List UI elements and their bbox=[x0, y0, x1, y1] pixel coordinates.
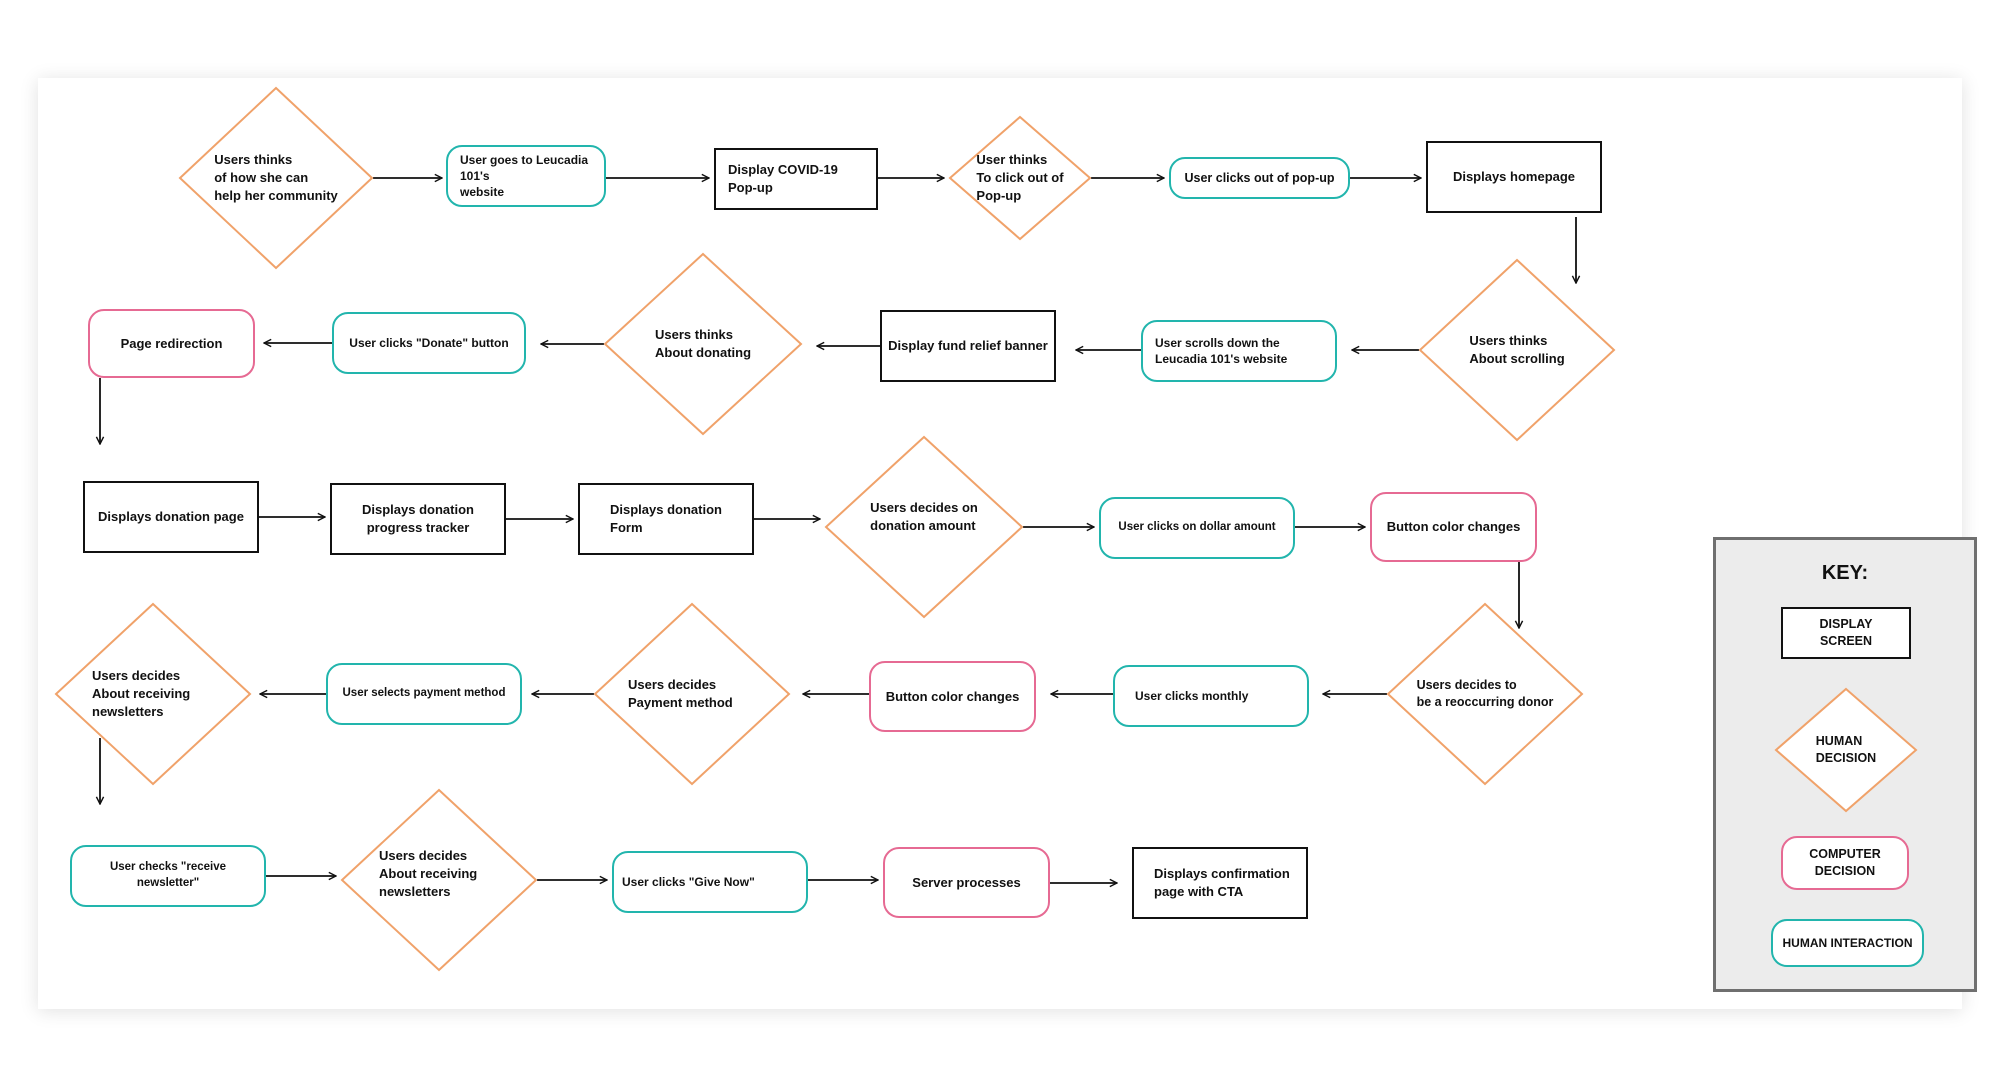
legend-label: DISPLAY SCREEN bbox=[1819, 617, 1873, 648]
interaction-click-give-now: User clicks "Give Now" bbox=[612, 851, 808, 913]
node-label: Displays confirmation page with CTA bbox=[1154, 866, 1290, 899]
node-label: Displays donation page bbox=[98, 509, 244, 525]
node-label: Button color changes bbox=[1386, 519, 1521, 535]
decision-label: User thinks To click out of Pop-up bbox=[976, 151, 1064, 204]
decision-label: Users thinks About scrolling bbox=[1469, 332, 1565, 366]
legend-human-decision: HUMAN DECISION bbox=[1774, 687, 1918, 813]
decision-reoccurring-donor: Users decides to be a reoccurring donor bbox=[1386, 602, 1584, 786]
display-confirmation-page: Displays confirmation page with CTA bbox=[1132, 847, 1308, 919]
node-label: Displays donation Form bbox=[610, 502, 722, 535]
display-donation-form: Displays donation Form bbox=[578, 483, 754, 555]
node-label: User clicks "Donate" button bbox=[349, 335, 509, 350]
node-label: User clicks monthly bbox=[1135, 688, 1249, 703]
node-label: User clicks on dollar amount bbox=[1118, 521, 1276, 534]
node-label: Displays donation progress tracker bbox=[362, 502, 474, 535]
decision-receive-newsletters: Users decides About receiving newsletter… bbox=[54, 602, 252, 786]
node-label: Page redirection bbox=[120, 335, 223, 351]
decision-receive-newsletters-2: Users decides About receiving newsletter… bbox=[340, 788, 538, 972]
decision-label: Users decides Payment method bbox=[628, 676, 733, 710]
computer-server-processes: Server processes bbox=[883, 847, 1050, 918]
node-label: User goes to Leucadia 101's website bbox=[460, 152, 589, 200]
node-label: User selects payment method bbox=[342, 687, 506, 700]
node-label: Display COVID-19 Pop-up bbox=[728, 162, 838, 195]
decision-label: Users decides to be a reoccurring donor bbox=[1416, 677, 1554, 710]
interaction-go-to-website: User goes to Leucadia 101's website bbox=[446, 145, 606, 207]
display-donation-progress-tracker: Displays donation progress tracker bbox=[330, 483, 506, 555]
interaction-click-monthly: User clicks monthly bbox=[1113, 665, 1309, 727]
decision-donation-amount: Users decides on donation amount bbox=[824, 435, 1024, 619]
node-label: User clicks "Give Now" bbox=[622, 874, 755, 889]
node-label: User checks "receive newsletter" bbox=[109, 861, 227, 889]
legend-key: KEY: DISPLAY SCREEN HUMAN DECISION COMPU… bbox=[1713, 537, 1977, 992]
display-homepage: Displays homepage bbox=[1426, 141, 1602, 213]
interaction-select-payment-method: User selects payment method bbox=[326, 663, 522, 725]
display-donation-page: Displays donation page bbox=[83, 481, 259, 553]
legend-human-interaction: HUMAN INTERACTION bbox=[1771, 919, 1924, 967]
legend-label: HUMAN DECISION bbox=[1815, 733, 1877, 766]
decision-think-scrolling: Users thinks About scrolling bbox=[1418, 258, 1616, 442]
decision-label: Users decides About receiving newsletter… bbox=[379, 847, 478, 900]
node-label: User scrolls down the Leucadia 101's web… bbox=[1155, 335, 1288, 366]
node-label: Displays homepage bbox=[1452, 169, 1576, 185]
legend-label: COMPUTER DECISION bbox=[1809, 847, 1881, 878]
interaction-click-dollar-amount: User clicks on dollar amount bbox=[1099, 497, 1295, 559]
node-label: Display fund relief banner bbox=[888, 338, 1048, 354]
node-label: User clicks out of pop-up bbox=[1184, 170, 1335, 185]
legend-display-screen: DISPLAY SCREEN bbox=[1781, 607, 1911, 659]
legend-title: KEY: bbox=[1821, 562, 1869, 584]
node-label: Button color changes bbox=[885, 688, 1020, 704]
computer-button-color-changes-2: Button color changes bbox=[869, 661, 1036, 732]
decision-label: Users decides About receiving newsletter… bbox=[92, 667, 191, 720]
decision-think-donating: Users thinks About donating bbox=[603, 252, 803, 436]
decision-think-help-community: Users thinks of how she can help her com… bbox=[178, 86, 374, 270]
decision-label: Users thinks of how she can help her com… bbox=[214, 151, 338, 204]
display-fund-relief-banner: Display fund relief banner bbox=[880, 310, 1056, 382]
decision-label: Users thinks About donating bbox=[654, 326, 752, 360]
diagram-canvas: Users thinks of how she can help her com… bbox=[38, 78, 1977, 1009]
display-covid-popup: Display COVID-19 Pop-up bbox=[714, 148, 878, 210]
interaction-check-receive-newsletter: User checks "receive newsletter" bbox=[70, 845, 266, 907]
interaction-click-donate-button: User clicks "Donate" button bbox=[332, 312, 526, 374]
legend-label: HUMAN INTERACTION bbox=[1782, 935, 1913, 950]
computer-page-redirection: Page redirection bbox=[88, 309, 255, 378]
decision-think-click-out-popup: User thinks To click out of Pop-up bbox=[948, 115, 1092, 241]
flow-arrows bbox=[38, 78, 1962, 1009]
decision-payment-method: Users decides Payment method bbox=[593, 602, 791, 786]
interaction-scroll-website: User scrolls down the Leucadia 101's web… bbox=[1141, 320, 1337, 382]
node-label: Server processes bbox=[912, 874, 1021, 890]
decision-label: Users decides on donation amount bbox=[870, 499, 978, 533]
computer-button-color-changes: Button color changes bbox=[1370, 492, 1537, 562]
interaction-click-out-popup: User clicks out of pop-up bbox=[1169, 157, 1350, 199]
legend-computer-decision: COMPUTER DECISION bbox=[1781, 836, 1909, 890]
